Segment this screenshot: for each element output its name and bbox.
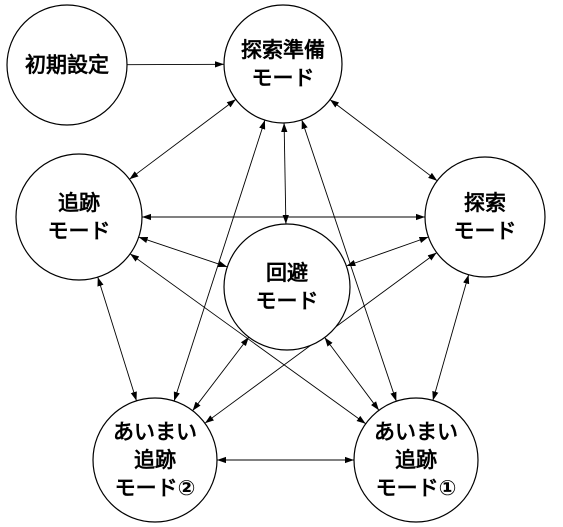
node-label-fuzzy1-0: あいまい (374, 420, 458, 444)
node-label-chase-1: モード (48, 219, 111, 243)
edge-search-avoid (346, 236, 429, 267)
node-circle-init (6, 4, 128, 126)
node-circle-prep (223, 4, 343, 124)
node-label-fuzzy2-2: モード② (115, 476, 196, 500)
edge-chase-fuzzy2 (97, 276, 137, 401)
node-label-avoid-0: 回避 (266, 261, 308, 285)
node-label-fuzzy2-1: 追跡 (134, 448, 176, 472)
nodes: 初期設定探索準備モード追跡モード探索モード回避モードあいまい追跡モード②あいまい… (6, 4, 546, 523)
node-label-fuzzy1-1: 追跡 (395, 448, 437, 472)
node-circle-chase (15, 153, 143, 281)
node-label-prep-1: モード (252, 66, 315, 90)
edge-prep-search (329, 99, 438, 182)
node-circle-fuzzy2 (92, 397, 218, 523)
node-circle-fuzzy1 (353, 397, 479, 523)
node-label-init-0: 初期設定 (25, 53, 109, 77)
node-init: 初期設定 (6, 4, 128, 126)
edge-prep-chase (129, 99, 237, 180)
node-label-fuzzy2-0: あいまい (113, 420, 197, 444)
edge-chase-avoid (138, 236, 228, 268)
node-label-avoid-1: モード (256, 289, 319, 313)
node-circle-avoid (223, 223, 351, 351)
node-label-prep-0: 探索準備 (241, 38, 325, 62)
edge-avoid-fuzzy1 (324, 337, 380, 411)
edge-avoid-fuzzy2 (192, 336, 250, 411)
node-label-search-1: モード (454, 219, 517, 243)
edge-prep-avoid (281, 122, 289, 225)
node-label-chase-0: 追跡 (58, 191, 100, 215)
node-circle-search (424, 156, 546, 278)
node-label-search-0: 探索 (464, 191, 506, 215)
edge-search-fuzzy1 (432, 274, 470, 401)
edges (97, 61, 470, 464)
node-label-fuzzy1-2: モード① (376, 476, 457, 500)
